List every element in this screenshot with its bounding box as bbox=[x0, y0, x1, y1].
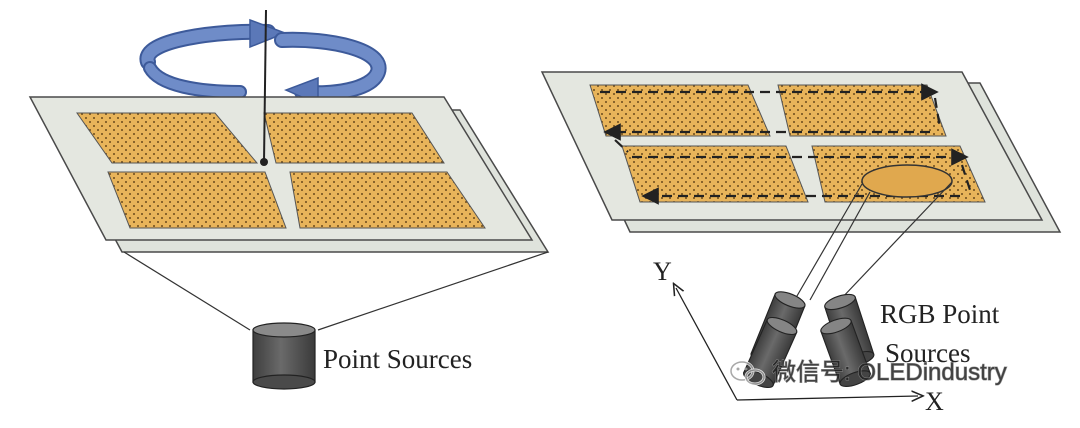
point-sources-label: Point Sources bbox=[323, 344, 472, 374]
panel-top-right bbox=[263, 112, 445, 164]
point-source-icon bbox=[252, 322, 316, 390]
watermark: 微信号: OLEDindustry bbox=[729, 358, 1007, 387]
deposition-spot bbox=[861, 164, 953, 198]
panel-top-right bbox=[777, 84, 947, 137]
panel-bottom-left bbox=[621, 145, 809, 203]
beam-line-1 bbox=[789, 183, 863, 309]
panel-bottom-left bbox=[107, 171, 287, 229]
beam-line-2 bbox=[809, 191, 871, 301]
x-axis bbox=[736, 396, 918, 400]
emission-line-left bbox=[123, 251, 251, 331]
watermark-text: 微信号: OLEDindustry bbox=[772, 359, 1007, 386]
rotation-axis bbox=[263, 9, 267, 163]
axis-y-label: Y bbox=[653, 257, 672, 286]
emission-line-right bbox=[317, 251, 549, 331]
rgb-sources-label-line2: Sources bbox=[885, 338, 970, 368]
beam-line-3 bbox=[839, 181, 953, 301]
panel-top-left bbox=[76, 112, 259, 164]
axis-x-label: X bbox=[925, 387, 944, 416]
panel-top-left bbox=[589, 84, 771, 137]
left-diagram: Point Sources bbox=[28, 9, 550, 390]
panel-bottom-right bbox=[289, 171, 486, 229]
rgb-sources-label-line1: RGB Point bbox=[880, 299, 1000, 329]
right-diagram: Y X RGB Poi bbox=[540, 71, 1062, 416]
rotation-arrow-icon bbox=[139, 18, 387, 106]
wechat-icon bbox=[729, 360, 766, 386]
rotation-center bbox=[260, 158, 268, 166]
y-axis bbox=[676, 288, 738, 401]
